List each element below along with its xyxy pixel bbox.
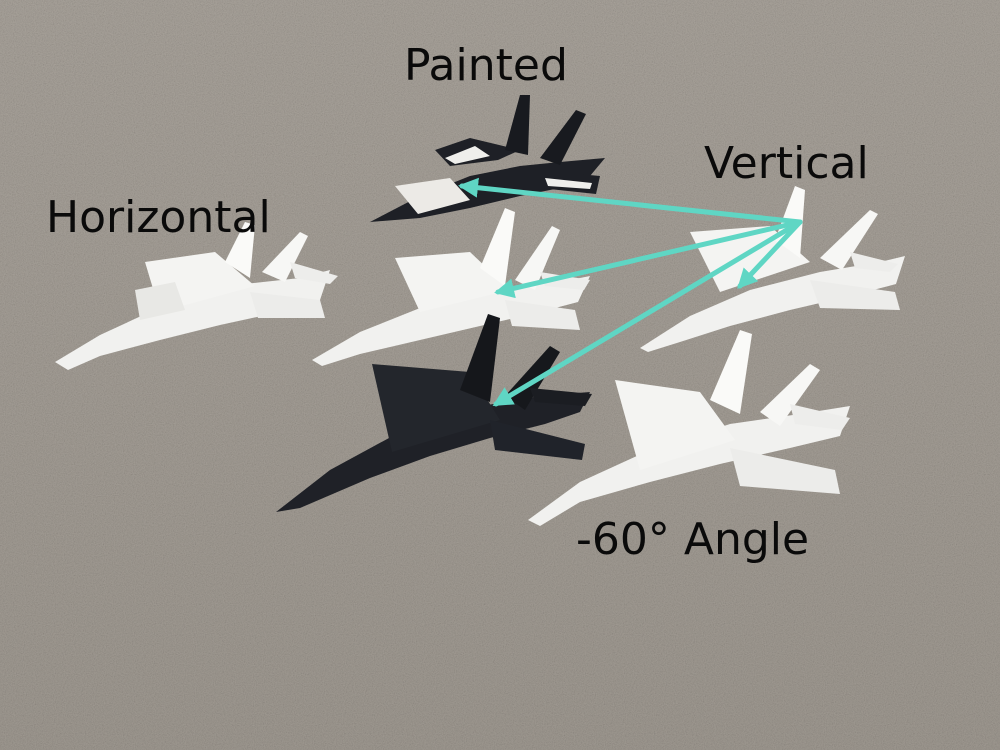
label-horizontal: Horizontal: [46, 192, 271, 243]
black-plane: [276, 314, 592, 512]
arrow-to-painted: [458, 177, 803, 225]
arrow-to-black: [492, 219, 803, 407]
center-vertical-plane: [312, 208, 590, 366]
label-vertical: Vertical: [704, 138, 869, 189]
arrow-to-center: [494, 219, 803, 299]
annotation-arrows: [458, 177, 803, 407]
label-angle: -60° Angle: [576, 514, 810, 565]
label-painted: Painted: [404, 40, 568, 91]
arrow-to-right: [737, 219, 803, 289]
horizontal-plane: [55, 222, 338, 370]
angle-plane: [528, 330, 850, 526]
